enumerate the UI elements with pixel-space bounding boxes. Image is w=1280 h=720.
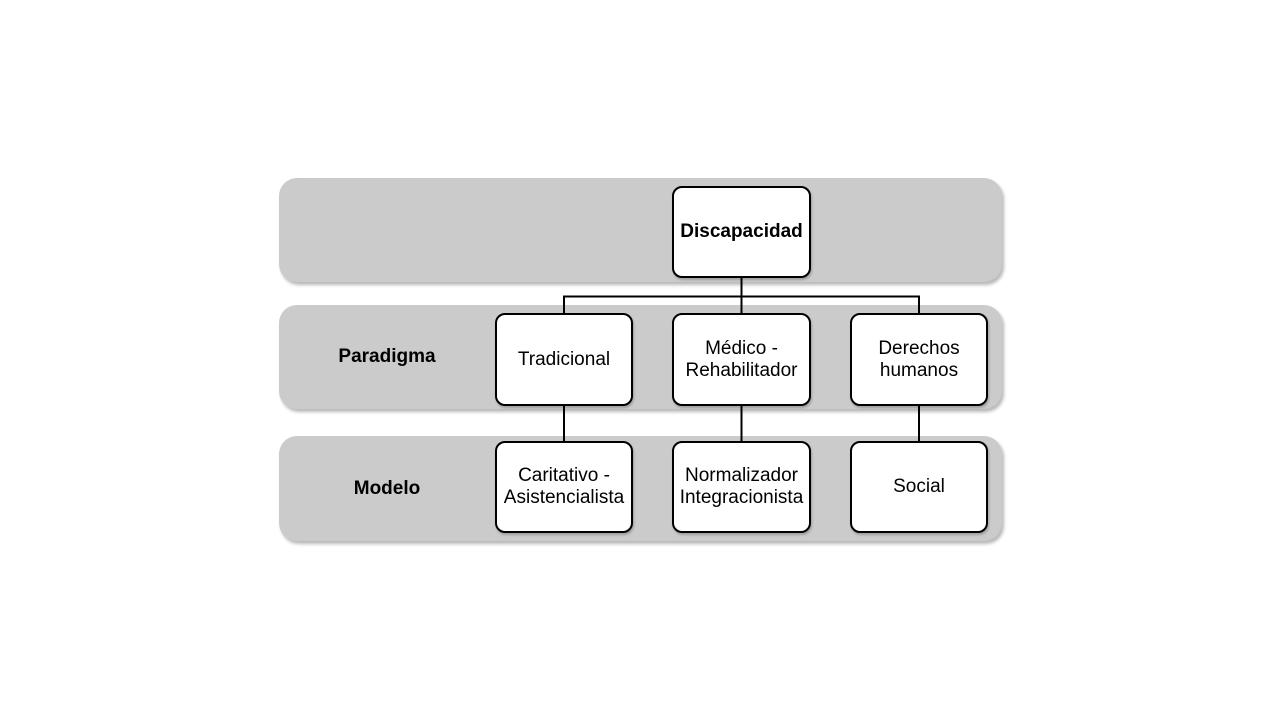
row-label-paradigma: Paradigma — [279, 305, 495, 409]
node-label: Social — [893, 476, 945, 497]
node-label: Caritativo - Asistencialista — [503, 465, 625, 508]
node-label: Derechos humanos — [878, 337, 960, 381]
row-label-modelo-text: Modelo — [353, 477, 421, 499]
node-label: Médico - Rehabilitador — [685, 337, 798, 381]
node-medico-rehabilitador: Médico - Rehabilitador — [672, 313, 811, 406]
node-tradicional: Tradicional — [495, 313, 633, 406]
row-label-modelo: Modelo — [279, 436, 495, 541]
node-label: Normalizador Integracionista — [679, 465, 804, 508]
node-social: Social — [850, 441, 988, 533]
band-root-row — [279, 178, 1002, 282]
node-normalizador-integracionista: Normalizador Integracionista — [672, 441, 811, 533]
node-discapacidad: Discapacidad — [672, 186, 811, 278]
row-label-paradigma-text: Paradigma — [338, 346, 436, 367]
node-label: Discapacidad — [680, 221, 803, 242]
node-derechos-humanos: Derechos humanos — [850, 313, 988, 406]
node-label: Tradicional — [517, 348, 611, 370]
node-caritativo-asistencialista: Caritativo - Asistencialista — [495, 441, 633, 533]
